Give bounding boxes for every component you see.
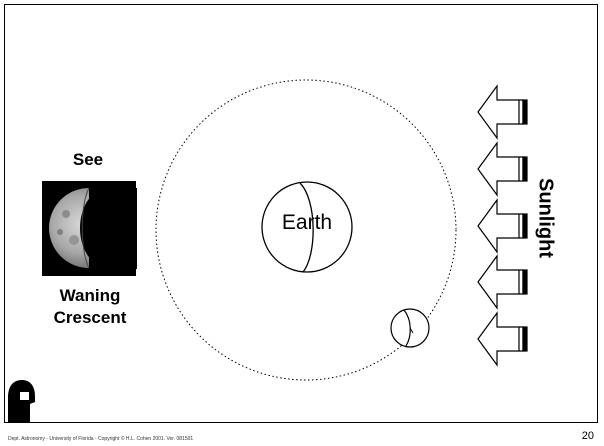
see-label: See	[58, 150, 118, 170]
sun-arrows	[478, 86, 527, 365]
page-number: 20	[582, 430, 594, 442]
sun-arrow-icon	[478, 86, 527, 138]
footer-credit: Dept. Astronomy - University of Florida …	[8, 436, 193, 442]
earth-label: Earth	[262, 211, 352, 235]
sun-arrow-icon	[478, 143, 527, 195]
phase-label: Waning Crescent	[40, 285, 140, 329]
sunlight-label: Sunlight	[534, 178, 557, 258]
moon-waning-crescent-icon	[42, 181, 137, 276]
sun-arrow-icon	[478, 313, 527, 365]
sun-arrow-icon	[478, 256, 527, 308]
astronomer-silhouette-icon	[8, 380, 35, 423]
sun-arrow-icon	[478, 200, 527, 252]
phase-label-line2: Crescent	[40, 307, 140, 329]
orbit-moon	[391, 309, 429, 347]
phase-label-line1: Waning	[40, 285, 140, 307]
